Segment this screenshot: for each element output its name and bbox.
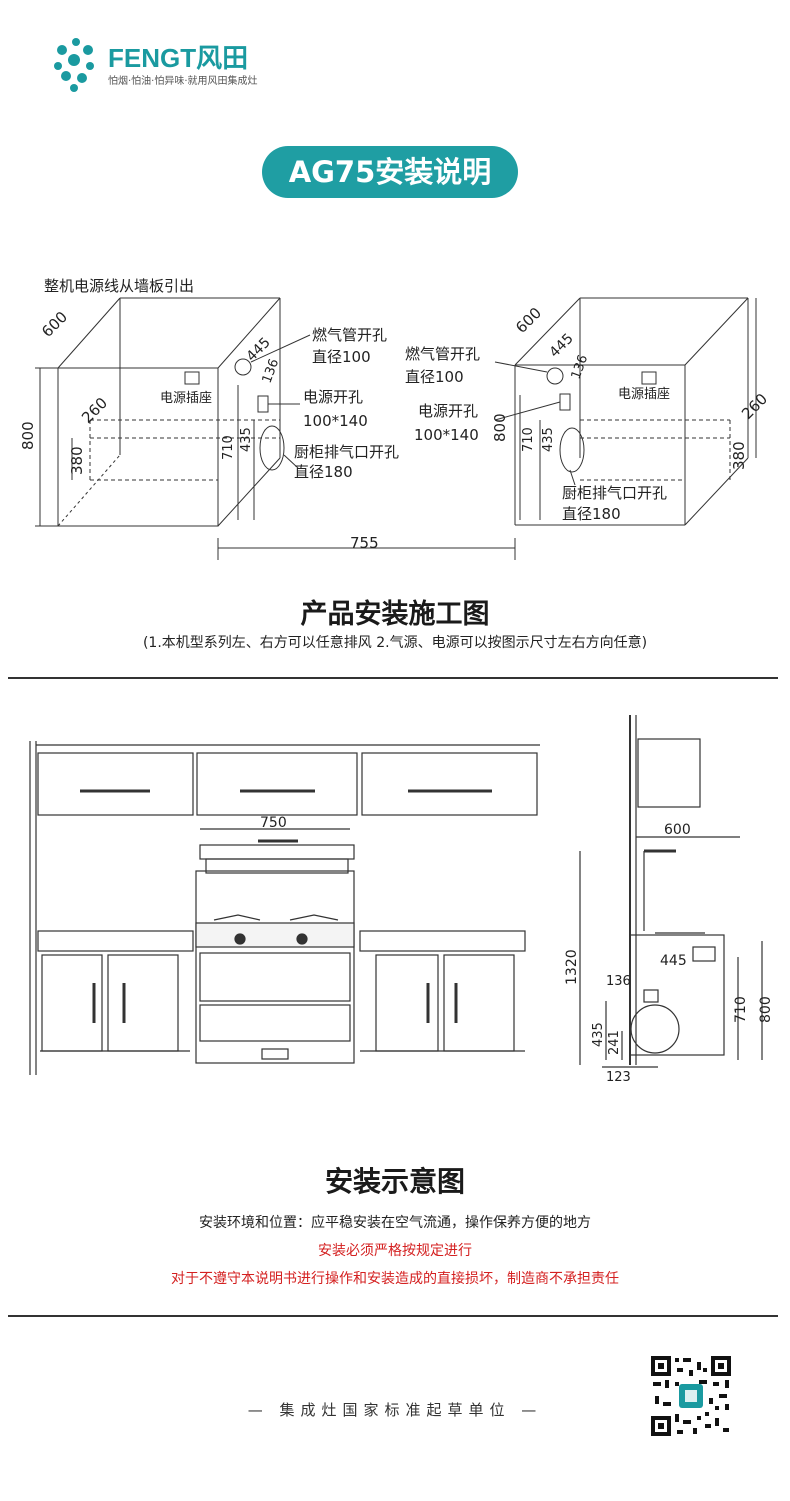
- left-power-hole: 电源开孔: [303, 388, 363, 406]
- left-136-label: 136: [260, 357, 283, 385]
- side-241-label: 241: [607, 1030, 622, 1055]
- plan-section-title: 产品安装施工图: [300, 599, 490, 630]
- brand-tagline: 怕烟·怕油·怕异味·就用风田集成灶: [108, 76, 258, 87]
- front-width-label: 750: [260, 815, 287, 831]
- right-435-label: 435: [541, 427, 556, 452]
- left-gas-dia: 直径100: [312, 348, 371, 366]
- left-435-label: 435: [239, 427, 254, 452]
- right-socket-label: 电源插座: [618, 387, 670, 402]
- warning-line-1: 安装必须严格按规定进行: [318, 1243, 472, 1259]
- left-exhaust-dia: 直径180: [294, 463, 353, 481]
- right-260-label: 260: [738, 390, 771, 423]
- right-136-label: 136: [569, 353, 592, 381]
- right-gas-hole: 燃气管开孔: [405, 345, 480, 363]
- right-gas-dia: 直径100: [405, 368, 464, 386]
- right-exhaust-dia: 直径180: [562, 505, 621, 523]
- logo-mark-icon: [54, 38, 94, 92]
- schematic-section-title: 安装示意图: [324, 1165, 465, 1198]
- plan-width-label: 755: [350, 534, 379, 552]
- left-710-label: 710: [221, 435, 236, 460]
- qr-code-icon: [649, 1354, 733, 1438]
- side-123-label: 123: [606, 1070, 631, 1085]
- right-power-hole: 电源开孔: [418, 402, 478, 420]
- left-power-size: 100*140: [303, 412, 368, 430]
- divider: [8, 1315, 778, 1317]
- footer-slogan: — 集成灶国家标准起草单位 —: [247, 1401, 543, 1419]
- right-height-label: 800: [491, 413, 509, 442]
- plan-note: (1.本机型系列左、右方可以任意排风 2.气源、电源可以按图示尺寸左右方向任意): [142, 635, 648, 651]
- warning-line-2: 对于不遵守本说明书进行操作和安装造成的直接损坏，制造商不承担责任: [171, 1271, 619, 1287]
- install-schematic-drawing: 750 600 1320 445 136 435 241 123 710 800: [29, 715, 774, 1085]
- env-line: 安装环境和位置：应平稳安装在空气流通，操作保养方便的地方: [199, 1215, 591, 1231]
- right-exhaust-hole: 厨柜排气口开孔: [562, 484, 667, 502]
- side-800-label: 800: [758, 996, 774, 1023]
- right-power-size: 100*140: [414, 426, 479, 444]
- side-depth-label: 600: [664, 822, 691, 838]
- left-exhaust-hole: 厨柜排气口开孔: [294, 443, 399, 461]
- brand-logo: FENGT风田 怕烟·怕油·怕异味·就用风田集成灶: [50, 36, 310, 96]
- brand-name: FENGT风田: [108, 43, 249, 73]
- side-445-label: 445: [660, 953, 687, 969]
- left-height-label: 800: [19, 421, 37, 450]
- side-710-label: 710: [733, 996, 749, 1023]
- side-136-label: 136: [606, 974, 631, 989]
- left-depth-label: 600: [38, 308, 71, 341]
- install-plan-drawing: 整机电源线从墙板引出 600 800 260 380 710 435 445 1…: [19, 277, 771, 560]
- right-710-label: 710: [521, 427, 536, 452]
- right-380-label: 380: [730, 441, 748, 470]
- divider: [8, 677, 778, 679]
- left-260-label: 260: [78, 394, 111, 427]
- side-435-label: 435: [591, 1022, 606, 1047]
- right-depth-label: 600: [512, 304, 545, 337]
- left-gas-hole: 燃气管开孔: [312, 326, 387, 344]
- left-socket-label: 电源插座: [160, 391, 212, 406]
- right-445-label: 445: [547, 331, 577, 361]
- left-380-label: 380: [68, 446, 86, 475]
- page-title: AG75安装说明: [262, 146, 518, 198]
- top-power-note: 整机电源线从墙板引出: [44, 277, 194, 295]
- side-total-label: 1320: [564, 949, 580, 985]
